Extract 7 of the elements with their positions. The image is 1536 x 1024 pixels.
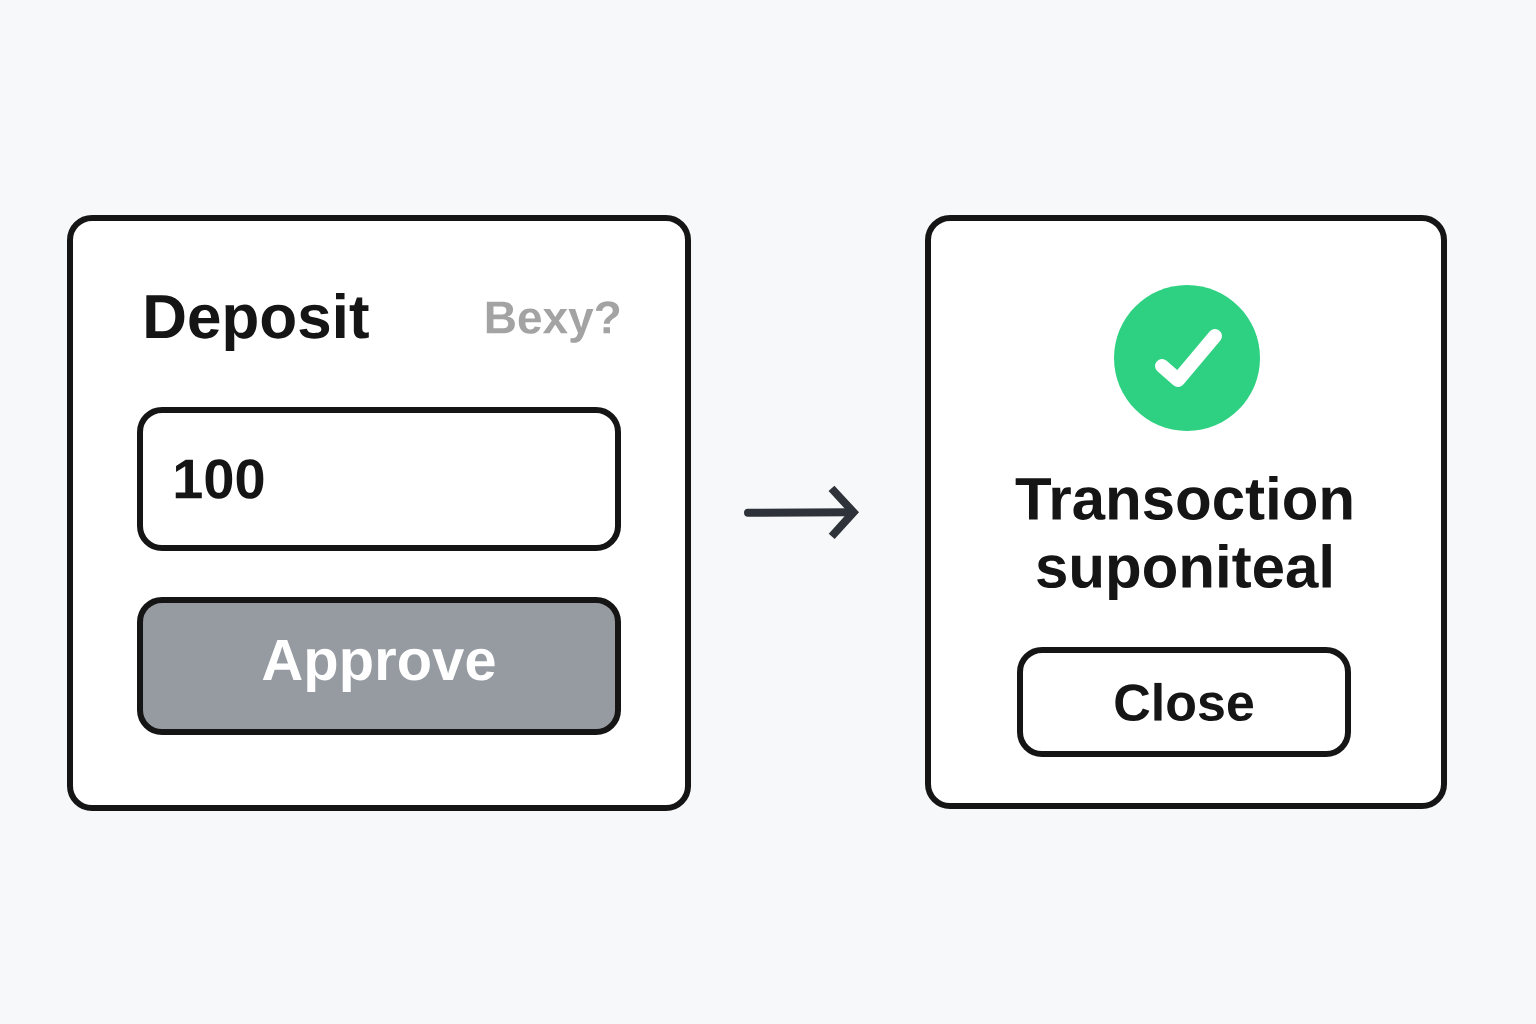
approve-button: Approve — [137, 597, 621, 735]
arrow — [744, 485, 859, 540]
hint-text: Bexy? — [486, 301, 620, 343]
heading: Deposit — [146, 293, 369, 351]
amount-field: 100 — [137, 407, 621, 551]
status-message: Transoction suponiteal — [1015, 476, 1352, 600]
close-button: Close — [1017, 647, 1351, 757]
